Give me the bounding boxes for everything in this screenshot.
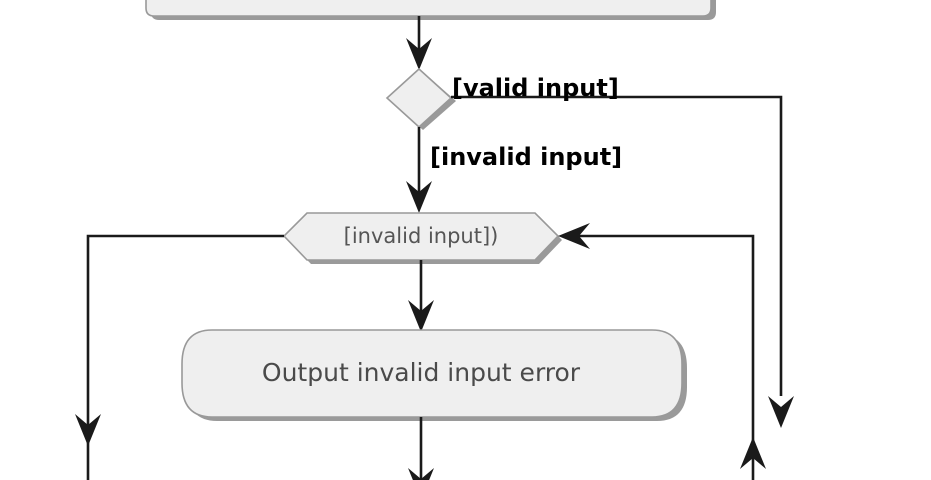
arrow-head-down-into-output xyxy=(408,300,434,332)
guard-label-valid-input: [valid input] xyxy=(452,74,619,102)
output-node-label: Output invalid input error xyxy=(262,358,581,387)
node-top-activity[interactable] xyxy=(145,0,716,20)
node-decision-diamond[interactable] xyxy=(385,67,456,130)
top-activity-body xyxy=(145,0,712,17)
merge-hexagon-label: [invalid input]) xyxy=(344,224,499,248)
node-output-invalid-input-error[interactable]: Output invalid input error xyxy=(181,329,687,421)
edge-top-to-decision xyxy=(406,16,432,70)
edge-hexagon-to-left-branch xyxy=(75,234,284,480)
arrow-head-down-valid-branch xyxy=(768,396,794,428)
guard-label-invalid-input: [invalid input] xyxy=(430,143,622,171)
edge-left-branch-path xyxy=(86,234,284,480)
arrow-head-down-into-hexagon xyxy=(406,181,432,213)
arrow-head-up-right-return xyxy=(740,437,766,469)
output-node-body xyxy=(181,329,683,418)
edge-output-to-below xyxy=(408,417,434,480)
decision-diamond-body xyxy=(385,67,453,129)
edge-right-return-to-hexagon xyxy=(558,223,766,480)
edge-invalid-input-branch xyxy=(406,127,432,213)
arrow-head-down-into-decision xyxy=(406,38,432,70)
arrow-head-left-into-hexagon xyxy=(558,223,590,249)
node-merge-invalid-input[interactable]: [invalid input]) xyxy=(282,212,562,264)
edge-valid-input-path xyxy=(451,95,783,396)
arrow-head-down-left-branch xyxy=(75,414,101,446)
arrow-head-down-below xyxy=(408,468,434,480)
edge-right-return-path xyxy=(576,234,755,480)
edge-valid-input-branch xyxy=(451,95,794,428)
edge-hexagon-to-output xyxy=(408,260,434,332)
